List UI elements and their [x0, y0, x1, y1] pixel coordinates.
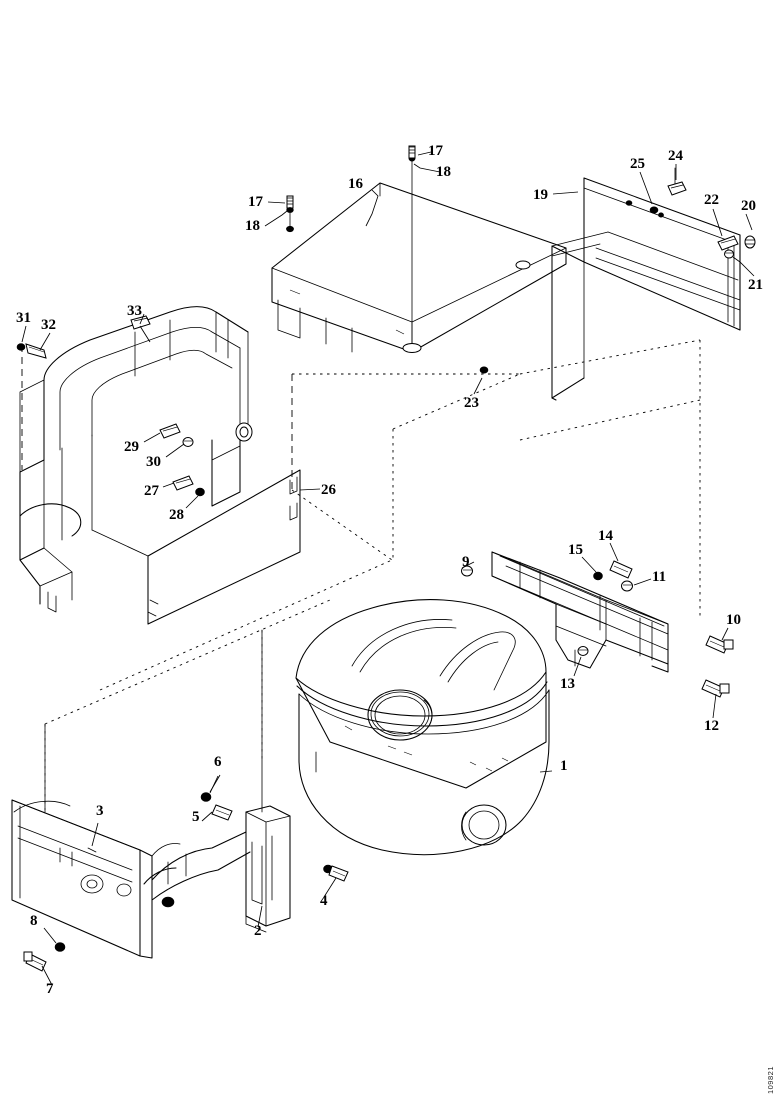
shroud-fastener-31-32	[16, 343, 47, 359]
sheet-corner-code: 109821	[766, 1065, 775, 1094]
truss-fastener-14	[609, 560, 633, 579]
shroud-fastener-27	[172, 475, 194, 491]
callout-12: 12	[704, 718, 719, 734]
callout-3: 3	[96, 803, 104, 819]
callout-9: 9	[462, 554, 470, 570]
truss-fastener-9	[461, 565, 473, 577]
bracket-fastener-5	[211, 804, 233, 821]
callout-leader-lines	[21, 151, 755, 986]
callout-31: 31	[16, 310, 31, 326]
callout-13: 13	[560, 676, 575, 692]
callout-4: 4	[320, 893, 328, 909]
callout-18-top: 18	[436, 164, 451, 180]
shroud-assembly	[16, 306, 301, 625]
callout-17-left: 17	[248, 194, 264, 210]
callout-11: 11	[652, 569, 666, 585]
shroud-fastener-28	[195, 487, 205, 497]
bracket-fastener-6	[200, 775, 219, 802]
truss-fastener-11	[621, 580, 633, 592]
callout-14: 14	[598, 528, 614, 544]
grille-fastener-22	[717, 235, 739, 251]
callout-15: 15	[568, 542, 583, 558]
truss-fastener-10	[705, 635, 734, 654]
bracket-fastener-7	[23, 951, 47, 972]
callout-21: 21	[748, 277, 763, 293]
grille-fastener-24	[667, 167, 687, 196]
lower-bracket-assembly	[11, 629, 349, 972]
callout-19: 19	[533, 187, 548, 203]
callout-6: 6	[214, 754, 222, 770]
callout-22: 22	[704, 192, 719, 208]
grille-fastener-25	[649, 206, 659, 214]
callout-7: 7	[46, 981, 54, 997]
callout-10: 10	[726, 612, 741, 628]
callout-5: 5	[192, 809, 200, 825]
callout-33: 33	[127, 303, 142, 319]
callout-32: 32	[41, 317, 56, 333]
grille-fastener-20	[744, 235, 756, 249]
callout-23: 23	[464, 395, 479, 411]
truss-frame-assembly	[461, 551, 734, 698]
callout-27: 27	[144, 483, 160, 499]
rear-grille-panel	[479, 167, 756, 401]
grille-fastener-21	[724, 249, 734, 259]
callout-18-left: 18	[245, 218, 260, 234]
callout-8: 8	[30, 913, 38, 929]
truss-fastener-13	[577, 646, 589, 656]
callout-24: 24	[668, 148, 684, 164]
top-cover-panel	[271, 145, 567, 353]
callout-20: 20	[741, 198, 756, 214]
truss-fastener-15	[593, 571, 603, 581]
callout-16: 16	[348, 176, 364, 192]
shroud-fastener-33	[130, 315, 151, 343]
callout-labels: 1 2 3 4 5 6 7 8 9 10 11 12 13 14 15 16 1…	[16, 143, 763, 997]
callout-1: 1	[560, 758, 568, 774]
callout-2: 2	[254, 923, 262, 939]
callout-28: 28	[169, 507, 184, 523]
callout-26: 26	[321, 482, 337, 498]
callout-17-top: 17	[428, 143, 444, 159]
shroud-fastener-29	[159, 423, 181, 439]
truss-fastener-12	[701, 679, 730, 698]
shroud-fastener-30	[182, 437, 194, 447]
callout-30: 30	[146, 454, 161, 470]
cover-bolt-left	[286, 195, 294, 233]
callout-25: 25	[630, 156, 645, 172]
bracket-fastener-8	[54, 942, 66, 952]
muffler-body	[295, 599, 550, 856]
bracket-fastener-4	[323, 864, 349, 882]
callout-29: 29	[124, 439, 139, 455]
